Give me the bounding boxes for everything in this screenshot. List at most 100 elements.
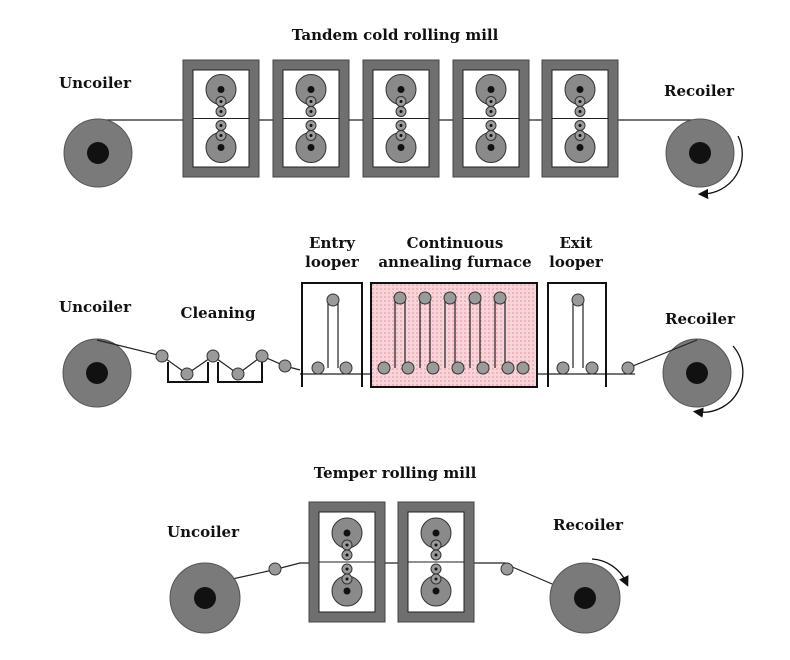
tandem-cold-rolling-mill <box>63 59 743 200</box>
label-annealing-furnace: Continuous annealing furnace <box>370 234 540 272</box>
roll-axle <box>217 86 225 93</box>
roll <box>155 349 169 363</box>
roll-axle <box>487 86 495 93</box>
bottom-roll <box>426 361 440 375</box>
bottom-roll <box>516 361 530 375</box>
bottom-roll <box>476 361 490 375</box>
roll-axle <box>397 144 405 151</box>
roll-axle <box>309 134 313 137</box>
rolling-stand <box>541 59 619 178</box>
roll-axle <box>489 110 493 113</box>
label-recoiler: Recoiler <box>664 82 734 100</box>
label-entry-looper: Entry looper <box>294 234 370 272</box>
furnace-line2: annealing furnace <box>378 253 532 271</box>
roll-axle <box>578 100 582 103</box>
roll-axle <box>576 144 584 151</box>
strip-line <box>627 339 698 369</box>
roll-axle <box>343 529 351 537</box>
mill-stands <box>308 501 475 623</box>
bottom-roll <box>401 361 415 375</box>
rolling-stand <box>272 59 350 178</box>
title-temper-rolling-mill: Temper rolling mill <box>313 464 477 482</box>
roll-axle <box>307 144 315 151</box>
roll <box>180 367 194 381</box>
roll-axle <box>434 567 438 571</box>
entry-looper-line2: looper <box>305 253 359 271</box>
rotation-arrow-icon <box>692 345 744 418</box>
rotation-arrow-icon <box>697 135 743 200</box>
bottom-roll <box>621 361 635 375</box>
line-rolls <box>311 361 635 375</box>
mill-stands <box>182 59 619 178</box>
roll <box>231 367 245 381</box>
roll-axle <box>309 110 313 113</box>
rolling-stand <box>362 59 440 178</box>
roll-axle <box>578 134 582 137</box>
continuous-annealing-line <box>62 282 744 418</box>
roll-axle <box>399 110 403 113</box>
recoiler-coil <box>662 338 732 408</box>
roll-axle <box>309 100 313 103</box>
label-recoiler: Recoiler <box>553 516 623 534</box>
roll-axle <box>576 86 584 93</box>
label-uncoiler: Uncoiler <box>59 298 131 316</box>
roll-axle <box>309 124 313 127</box>
roll-axle <box>345 567 349 571</box>
roll-axle <box>343 587 351 595</box>
title-tandem-cold-rolling-mill: Tandem cold rolling mill <box>291 26 499 44</box>
label-uncoiler: Uncoiler <box>167 523 239 541</box>
label-recoiler: Recoiler <box>665 310 735 328</box>
uncoiler-coil <box>63 118 133 188</box>
bottom-roll <box>339 361 353 375</box>
top-roll <box>443 291 457 305</box>
top-roll <box>571 293 585 307</box>
bottom-roll <box>556 361 570 375</box>
exit-looper-frame <box>547 282 607 387</box>
roll <box>255 349 269 363</box>
rolling-stand <box>308 501 386 623</box>
roll-axle <box>432 587 440 595</box>
label-uncoiler: Uncoiler <box>59 74 131 92</box>
recoiler-coil <box>549 562 621 634</box>
roll-axle <box>434 553 438 557</box>
uncoiler-coil <box>169 562 241 634</box>
roll-axle <box>219 100 223 103</box>
top-roll <box>393 291 407 305</box>
roll-axle <box>217 144 225 151</box>
entry-looper-frame <box>301 282 363 387</box>
roll-axle <box>219 110 223 113</box>
roll-axle <box>399 124 403 127</box>
bottom-roll <box>501 361 515 375</box>
entry-looper-line1: Entry <box>309 234 355 252</box>
roll-axle <box>345 577 349 581</box>
roll-axle <box>399 100 403 103</box>
top-roll <box>418 291 432 305</box>
roll-axle <box>578 110 582 113</box>
roll-axle <box>489 134 493 137</box>
roll <box>278 359 292 373</box>
exit-looper-line2: looper <box>549 253 603 271</box>
roll-axle <box>219 134 223 137</box>
rolling-stand <box>452 59 530 178</box>
label-cleaning: Cleaning <box>180 304 256 322</box>
cleaning-tank <box>217 362 263 383</box>
deflector-roll <box>268 562 282 576</box>
roll-axle <box>489 124 493 127</box>
furnace-line1: Continuous <box>406 234 504 252</box>
roll-axle <box>434 577 438 581</box>
looper-strands <box>326 291 585 368</box>
exit-looper-line1: Exit <box>559 234 593 252</box>
rotation-arrow-icon <box>591 558 629 587</box>
roll-axle <box>219 124 223 127</box>
bottom-roll <box>377 361 391 375</box>
roll-axle <box>397 86 405 93</box>
roll-axle <box>578 124 582 127</box>
deflector-roll <box>500 562 514 576</box>
rolling-stand <box>397 501 475 623</box>
roll-axle <box>345 553 349 557</box>
cleaning-tank <box>167 362 209 383</box>
roll-axle <box>487 144 495 151</box>
roll <box>206 349 220 363</box>
roll-axle <box>307 86 315 93</box>
